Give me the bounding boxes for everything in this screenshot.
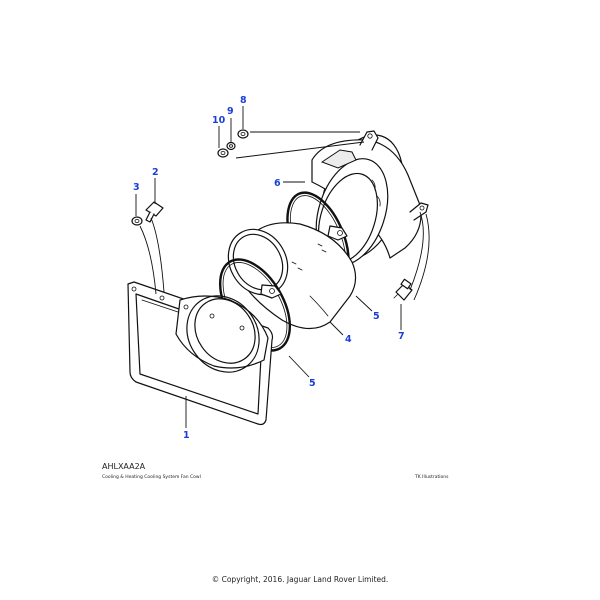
callout-1: 1 bbox=[183, 430, 190, 441]
callout-9: 9 bbox=[227, 106, 234, 117]
callout-10: 10 bbox=[212, 115, 226, 126]
push-clip-part-2 bbox=[145, 201, 164, 223]
sensor-part-7 bbox=[393, 278, 413, 301]
assembly-lines bbox=[139, 131, 430, 301]
fan-cowl-part-1 bbox=[127, 281, 274, 426]
figure-reference-code: AHLXAA2A bbox=[102, 462, 146, 471]
duct-sleeve-part-4 bbox=[227, 222, 357, 330]
callout-2: 2 bbox=[152, 167, 159, 178]
figure-caption: Cooling & Heating Cooling System Fan Cow… bbox=[102, 475, 201, 480]
illustration-credit: TK Illustrations bbox=[415, 475, 449, 480]
callout-7: 7 bbox=[398, 331, 405, 342]
callout-8: 8 bbox=[240, 95, 247, 106]
callout-leaders bbox=[135, 106, 402, 428]
callout-3: 3 bbox=[133, 182, 140, 193]
fastener-part-8 bbox=[237, 129, 249, 139]
callout-5-upper: 5 bbox=[373, 311, 380, 322]
fastener-part-10 bbox=[217, 148, 229, 158]
callout-4: 4 bbox=[345, 334, 352, 345]
nut-part-3 bbox=[131, 216, 143, 226]
fastener-part-9 bbox=[226, 141, 236, 151]
copyright-notice: © Copyright, 2016. Jaguar Land Rover Lim… bbox=[211, 575, 389, 584]
callout-5-lower: 5 bbox=[309, 378, 316, 389]
callout-6: 6 bbox=[274, 178, 281, 189]
